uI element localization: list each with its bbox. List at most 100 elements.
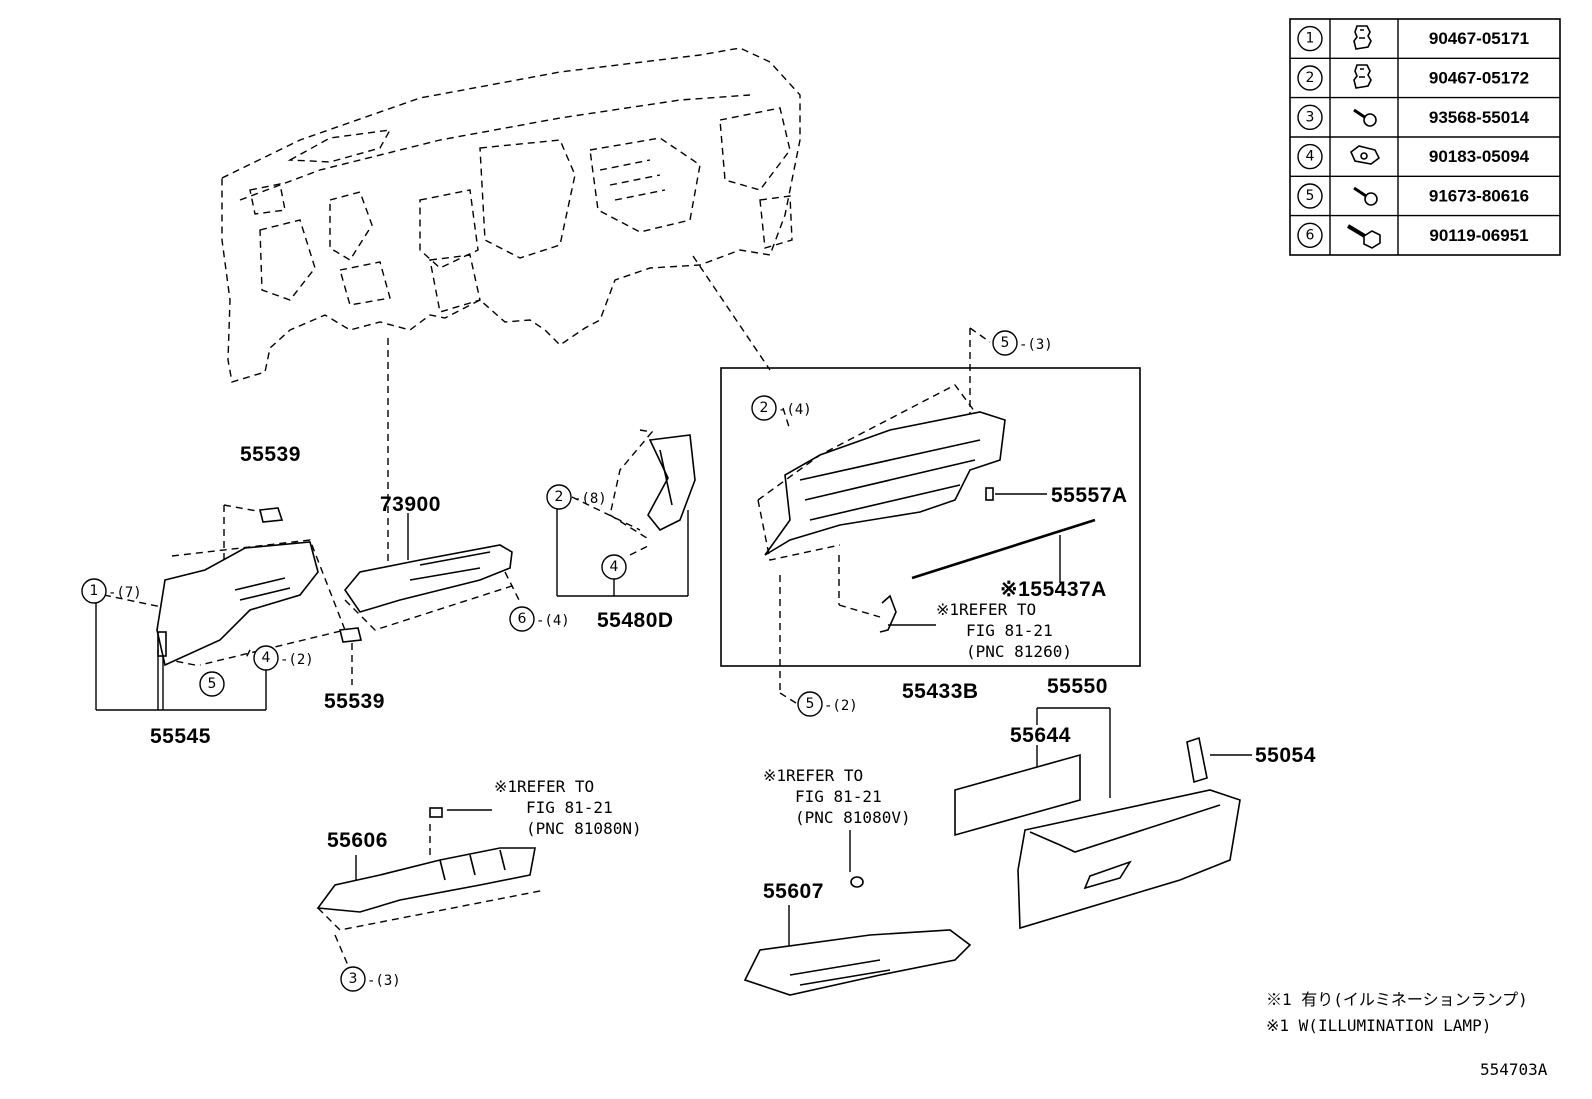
svg-text:-(2): -(2) (280, 652, 314, 668)
callout-5-box: 5 (199, 671, 225, 697)
part-number: 91673-80616 (1429, 187, 1529, 206)
svg-text:5: 5 (208, 676, 217, 692)
part-label-55550: 55550 (1047, 675, 1108, 698)
ref-number: 6 (1306, 227, 1315, 243)
fastener-table: 1 90467-05171 2 90467-05172 3 (1289, 18, 1561, 256)
figure-id: 554703A (1480, 1060, 1548, 1079)
svg-text:4: 4 (262, 650, 271, 666)
part-55054-drawing (1186, 736, 1208, 784)
ref-number: 5 (1306, 188, 1315, 204)
svg-text:4: 4 (610, 559, 619, 575)
part-label-55480D: 55480D (597, 609, 674, 632)
part-55607-drawing (743, 876, 972, 996)
svg-text:FIG 81-21: FIG 81-21 (966, 621, 1053, 640)
lamp-socket-drawing (879, 594, 897, 633)
part-number: 90467-05172 (1429, 69, 1529, 88)
svg-text:(PNC 81080N): (PNC 81080N) (526, 819, 642, 838)
table-row: 6 90119-06951 (1297, 222, 1529, 249)
instrument-panel-drawing (221, 47, 801, 383)
assembly-box (720, 367, 1141, 667)
ref-number: 2 (1306, 70, 1315, 86)
leader-lines (95, 255, 1252, 971)
svg-text:5: 5 (806, 696, 815, 712)
part-label-55607: 55607 (763, 880, 824, 903)
svg-text:(PNC 81260): (PNC 81260) (966, 642, 1072, 661)
svg-text:1: 1 (90, 583, 99, 599)
svg-text:-(3): -(3) (1019, 337, 1053, 353)
part-number: 93568-55014 (1429, 108, 1530, 127)
clip-icon (1353, 25, 1372, 50)
screw-icon (1353, 108, 1377, 127)
svg-text:-(4): -(4) (778, 402, 812, 418)
ref-circle (1297, 25, 1323, 52)
part-label-55644: 55644 (1010, 724, 1071, 747)
part-55557A-drawing (985, 487, 994, 501)
ref-circle (1297, 143, 1323, 170)
part-55606-drawing (316, 807, 546, 931)
callout-2-8: 2 -(8) (546, 484, 607, 510)
svg-text:6: 6 (518, 611, 527, 627)
clip-icon (1353, 64, 1372, 89)
table-row: 5 91673-80616 (1297, 183, 1529, 209)
part-55437A-drawing (911, 518, 1096, 580)
part-number: 90467-05171 (1429, 29, 1529, 48)
svg-text:FIG 81-21: FIG 81-21 (795, 787, 882, 806)
svg-text:-(3): -(3) (367, 973, 401, 989)
svg-text:(PNC 81080V): (PNC 81080V) (795, 808, 911, 827)
part-label-55606: 55606 (327, 829, 388, 852)
refer-note-81080V: ※1REFER TO FIG 81-21 (PNC 81080V) (763, 766, 911, 827)
part-55539-top-drawing (259, 507, 284, 523)
callouts: 1 -(7) 5 4 -(2) 6 -(4) 2 -(8) 4 2 (81, 330, 1053, 992)
ref-circle (1297, 104, 1323, 131)
ref-circle (1297, 65, 1323, 91)
part-label-55545: 55545 (150, 725, 211, 748)
table-row: 4 90183-05094 (1297, 143, 1530, 170)
table-row: 2 90467-05172 (1297, 64, 1529, 91)
ref-circle (1297, 222, 1323, 249)
ref-number: 1 (1306, 31, 1315, 47)
ref-circle (1297, 183, 1323, 209)
part-55433B-drawing (757, 384, 1006, 561)
svg-text:-(4): -(4) (536, 613, 570, 629)
part-73900-drawing (343, 544, 516, 631)
svg-text:-(2): -(2) (824, 698, 858, 714)
footnotes: ※1 有り(イルミネーションランプ) ※1 W(ILLUMINATION LAM… (1266, 990, 1528, 1035)
ref-number: 4 (1306, 149, 1315, 165)
callout-6-4: 6 -(4) (509, 606, 570, 632)
part-label-55437A: ※155437A (1000, 578, 1107, 601)
nut-clip-icon (1350, 145, 1381, 165)
svg-text:-(8): -(8) (573, 491, 607, 507)
svg-text:2: 2 (555, 489, 564, 505)
svg-text:-(7): -(7) (108, 585, 142, 601)
ref-number: 3 (1306, 109, 1315, 125)
svg-text:※1REFER TO: ※1REFER TO (936, 600, 1036, 619)
part-label-55539-top: 55539 (240, 443, 301, 466)
table-row: 1 90467-05171 (1297, 25, 1529, 52)
callout-2-4: 2 -(4) (751, 395, 812, 421)
part-labels: 55539 55539 73900 55545 55480D 55557A ※1… (150, 443, 1316, 903)
part-55644-drawing (954, 753, 1081, 837)
part-label-55054: 55054 (1255, 744, 1316, 767)
part-label-55539-bottom: 55539 (324, 690, 385, 713)
svg-text:FIG 81-21: FIG 81-21 (526, 798, 613, 817)
callout-4-2: 4 -(2) (253, 645, 314, 671)
svg-text:※1REFER TO: ※1REFER TO (763, 766, 863, 785)
footnote-jp: ※1 有り(イルミネーションランプ) (1266, 990, 1528, 1009)
svg-text:2: 2 (760, 400, 769, 416)
table-row: 3 93568-55014 (1297, 104, 1530, 131)
part-label-73900: 73900 (380, 493, 441, 516)
part-55480D-drawing (609, 429, 696, 541)
svg-text:5: 5 (1001, 335, 1010, 351)
refer-note-81260: ※1REFER TO FIG 81-21 (PNC 81260) (936, 600, 1072, 661)
svg-text:3: 3 (349, 971, 358, 987)
refer-note-81080N: ※1REFER TO FIG 81-21 (PNC 81080N) (494, 777, 642, 838)
callout-5-3: 5 -(3) (992, 330, 1053, 356)
callout-3-3: 3 -(3) (340, 966, 401, 992)
part-label-55557A: 55557A (1051, 484, 1128, 507)
callout-4-center: 4 (601, 554, 627, 580)
part-number: 90119-06951 (1429, 226, 1528, 245)
callout-5-2: 5 -(2) (797, 691, 858, 717)
callout-1-7: 1 -(7) (81, 578, 142, 604)
part-number: 90183-05094 (1429, 147, 1530, 166)
bolt-icon (1346, 224, 1381, 249)
